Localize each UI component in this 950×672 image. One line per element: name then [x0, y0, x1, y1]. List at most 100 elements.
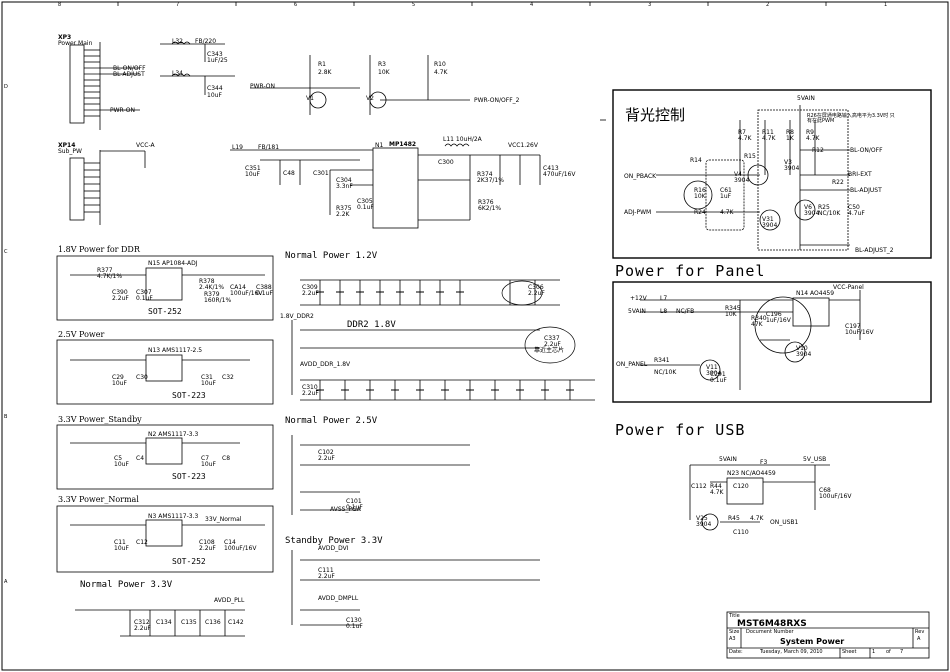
label-c111: C111	[318, 567, 334, 574]
label-r378v: 2.4K/1%	[199, 284, 225, 291]
label-r7: R7	[738, 129, 746, 136]
label-r44v: 4.7K	[710, 489, 724, 496]
label-r377v: 4.7K/1%	[97, 273, 123, 280]
label-fb220: FB/220	[195, 38, 217, 45]
label-r44: R44	[710, 483, 722, 490]
label-c344: C344	[207, 85, 223, 92]
label-c309: C309	[302, 284, 318, 291]
label-v3v: 3904	[784, 165, 800, 172]
ams33-standby-chip-label: N2 AMS1117-3.3	[148, 431, 199, 438]
title-block-sheet: 1	[872, 649, 876, 655]
net-5vain-usb: 5VAIN	[719, 456, 737, 463]
net-18v-ddr2: 1.8V_DDR2	[280, 313, 314, 320]
label-c343: C343	[207, 51, 223, 58]
label-r379v: 160R/1%	[204, 297, 232, 304]
label-c50: C50	[848, 204, 860, 211]
label-c390: C390	[112, 289, 128, 296]
label-ca14: CA14	[230, 284, 246, 291]
label-c31v: 10uF	[201, 380, 216, 387]
label-r24v: 4.7K	[720, 209, 734, 216]
label-c7v: 10uF	[201, 461, 216, 468]
label-c135: C135	[181, 619, 197, 626]
title-block-size-label: Size	[729, 629, 740, 635]
label-v4v: 3904	[734, 177, 750, 184]
label-c48: C48	[283, 170, 295, 177]
net-adj-pwm: ADJ-PWM	[624, 209, 652, 216]
label-c102: C102	[318, 449, 334, 456]
label-c101v: 0.1uF	[346, 504, 363, 511]
label-r22: R22	[832, 179, 844, 186]
label-r3: R3	[378, 61, 386, 68]
ao4459-chip-label: N14 AO4459	[796, 290, 835, 297]
label-c413v: 470uF/16V	[543, 171, 576, 178]
label-r16v: 10K	[694, 193, 706, 200]
label-r16: R16	[694, 187, 706, 194]
label-r345v: 10K	[725, 311, 737, 318]
label-c112: C112	[691, 483, 707, 490]
title-block-date: Tuesday, March 09, 2010	[760, 649, 823, 655]
title-block-of-label: of	[886, 649, 891, 655]
label-r340v: 47K	[751, 321, 763, 328]
frame-col-3: 3	[648, 2, 652, 8]
label-c388: C388	[256, 284, 272, 291]
net-avdd-ddr: AVDD_DDR_1.8V	[300, 361, 351, 368]
frame-row-c: C	[4, 249, 8, 255]
label-c68v: 100uF/16V	[819, 493, 852, 500]
net-avdd-dvi: AVDD_DVI	[318, 545, 349, 552]
label-c12: C12	[136, 539, 148, 546]
label-v2: V2	[366, 95, 374, 102]
ams25-chip-label: N13 AMS1117-2.5	[148, 347, 203, 354]
label-r15: R15	[744, 153, 756, 160]
label-c310: C310	[302, 384, 318, 391]
net-on-pback: ON_PBACK	[624, 173, 657, 180]
label-l8: L8	[660, 308, 668, 315]
label-c120: C120	[733, 483, 749, 490]
label-c312v: 2.2uF	[134, 625, 151, 632]
label-c201v: 0.1uF	[710, 377, 727, 384]
label-v11v: 3904	[706, 370, 722, 377]
label-r1v: 2.8K	[318, 69, 332, 76]
label-c29v: 10uF	[112, 380, 127, 387]
label-r24: R24	[694, 209, 706, 216]
mp1482-chip-label: MP1482	[389, 141, 417, 148]
net-on-usb: ON_USB1	[770, 519, 799, 526]
label-l7: L7	[660, 295, 668, 302]
label-r375v: 2.2K	[336, 211, 350, 218]
label-c32: C32	[222, 374, 234, 381]
ddr2-18-title: DDR2 1.8V	[347, 320, 396, 330]
sot252-label-b: SOT-252	[172, 557, 206, 566]
label-r345: R345	[725, 305, 741, 312]
power-33-normal-title: 3.3V Power_Normal	[58, 495, 139, 504]
label-l19: L19	[232, 144, 243, 151]
net-bri-ext: BRI-EXT	[848, 171, 872, 178]
label-c312: C312	[134, 619, 150, 626]
power-25-title: 2.5V Power	[58, 330, 105, 339]
label-c8: C8	[222, 455, 231, 462]
label-c197v: 10uF/16V	[845, 329, 874, 336]
label-c134: C134	[156, 619, 172, 626]
label-v4: V4	[734, 171, 742, 178]
label-c61v: 1uF	[720, 193, 732, 200]
normal-power-12-title: Normal Power 1.2V	[285, 251, 378, 261]
frame-col-2: 2	[766, 2, 770, 8]
label-r376v: 6K2/1%	[478, 205, 502, 212]
label-v1: V1	[306, 95, 314, 102]
label-r374v: 2K37/1%	[477, 177, 504, 184]
label-c309v: 2.2uF	[302, 290, 319, 297]
label-r341: R341	[654, 357, 670, 364]
net-5vain-panel: 5VAIN	[628, 308, 646, 315]
title-block-size: A3	[729, 636, 736, 642]
label-r9v: 4.7K	[806, 135, 820, 142]
label-c102v: 2.2uF	[318, 455, 335, 462]
label-n1: N1	[375, 142, 384, 149]
label-r9: R9	[806, 129, 814, 136]
label-r45v: 4.7K	[750, 515, 764, 522]
title-block-title-label: Title	[729, 613, 740, 619]
power-33-standby-title: 3.3V Power_Standby	[58, 415, 142, 424]
label-v10v: 3904	[796, 351, 812, 358]
sot223-label-a: SOT-223	[172, 391, 206, 400]
power-for-panel-title: Power for Panel	[615, 262, 766, 280]
label-r3v: 10K	[378, 69, 390, 76]
net-avdd-pll: AVDD_PLL	[214, 597, 245, 604]
frame-col-1: 1	[884, 2, 888, 8]
